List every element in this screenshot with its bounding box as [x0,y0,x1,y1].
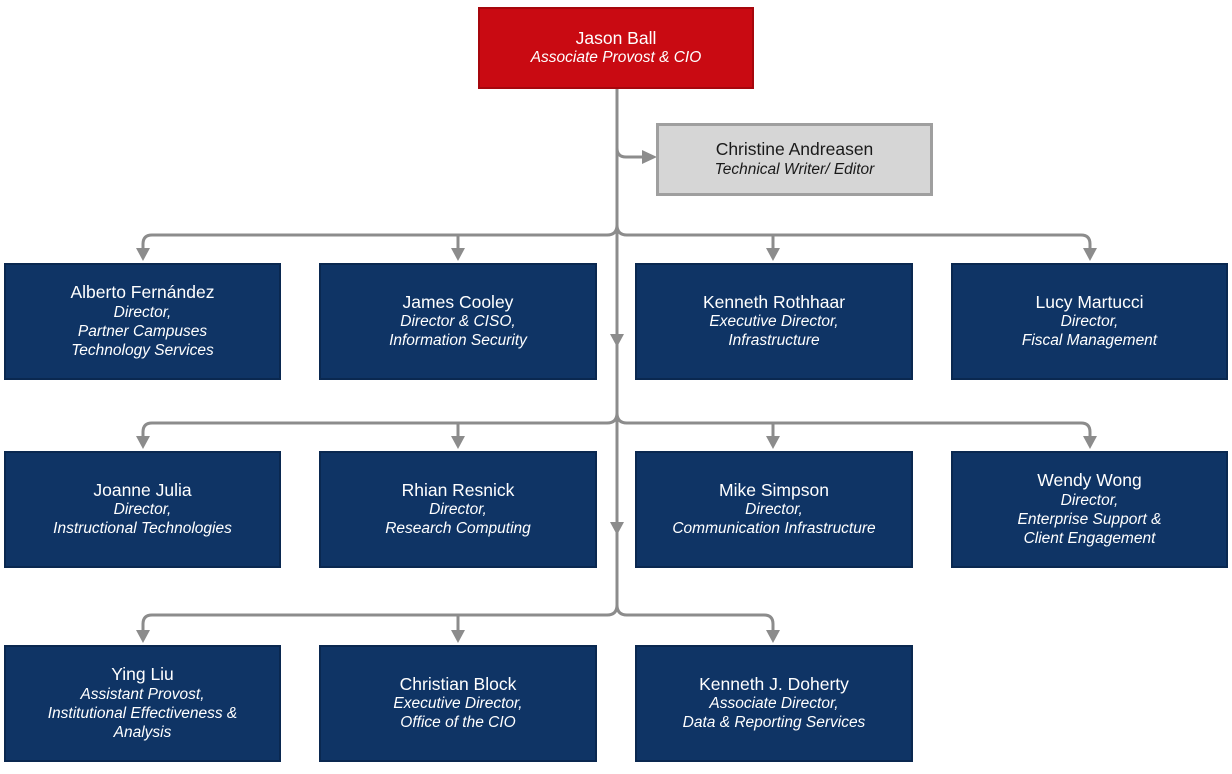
arrow-row3-0 [136,630,150,643]
staff-branch [615,147,643,159]
node-name: Joanne Julia [93,479,192,500]
node-title: Assistant Provost, Institutional Effecti… [47,685,238,741]
node-name: Christian Block [399,673,517,694]
arrow-row2-0 [136,436,150,449]
node-title: Director & CISO, Information Security [389,313,527,350]
node-title: Technical Writer/ Editor [714,160,875,178]
node-director: Joanne Julia Director, Instructional Tec… [4,451,281,568]
node-title: Executive Director, Infrastructure [709,313,839,350]
node-name: Lucy Martucci [1035,291,1144,312]
node-director: James Cooley Director & CISO, Informatio… [319,263,597,380]
arrow-row1-0 [136,248,150,261]
arrow-row1-1 [451,248,465,261]
row1-branch-left [141,224,619,250]
arrow-row2-1 [451,436,465,449]
arrow-row1-3 [1083,248,1097,261]
row2-branch-left [141,412,619,438]
node-name: Ying Liu [111,664,174,685]
arrow-row2-3 [1083,436,1097,449]
node-title: Director, Partner Campuses Technology Se… [71,303,214,359]
node-director: Wendy Wong Director, Enterprise Support … [951,451,1228,568]
node-director: Ying Liu Assistant Provost, Institutiona… [4,645,281,762]
node-director: Rhian Resnick Director, Research Computi… [319,451,597,568]
node-title: Director, Communication Infrastructure [672,501,876,538]
arrow-trunk-1 [610,334,624,347]
node-name: Kenneth J. Doherty [699,673,849,694]
node-title: Director, Enterprise Support & Client En… [1017,491,1162,547]
node-director: Kenneth Rothhaar Executive Director, Inf… [635,263,913,380]
node-director: Alberto Fernández Director, Partner Camp… [4,263,281,380]
node-name: Mike Simpson [719,479,829,500]
node-name: Kenneth Rothhaar [702,291,846,312]
row2-branch-right [615,412,1092,438]
arrow-row2-2 [766,436,780,449]
node-name: James Cooley [402,291,514,312]
node-name: Alberto Fernández [70,282,215,303]
row1-branch-right [615,224,1092,250]
row3-branch-left [141,604,619,632]
node-director: Mike Simpson Director, Communication Inf… [635,451,913,568]
node-title: Director, Instructional Technologies [53,501,232,538]
node-title: Director, Research Computing [385,501,531,538]
node-director: Lucy Martucci Director, Fiscal Managemen… [951,263,1228,380]
node-name: Wendy Wong [1037,470,1142,491]
arrow-row3-1 [451,630,465,643]
node-director: Kenneth J. Doherty Associate Director, D… [635,645,913,762]
node-name: Rhian Resnick [401,479,515,500]
node-staff: Christine Andreasen Technical Writer/ Ed… [656,123,933,196]
arrow-row1-2 [766,248,780,261]
arrow-trunk-2 [610,522,624,535]
node-name: Jason Ball [575,27,657,48]
node-title: Executive Director, Office of the CIO [393,695,523,732]
row3-branch-right [615,604,775,632]
node-name: Christine Andreasen [715,139,874,160]
node-director: Christian Block Executive Director, Offi… [319,645,597,762]
arrow-row3-2 [766,630,780,643]
node-head: Jason Ball Associate Provost & CIO [478,7,754,89]
node-title: Associate Director, Data & Reporting Ser… [682,695,866,732]
arrow-staff [642,150,657,164]
node-title: Director, Fiscal Management [1021,313,1158,350]
node-title: Associate Provost & CIO [530,49,702,67]
